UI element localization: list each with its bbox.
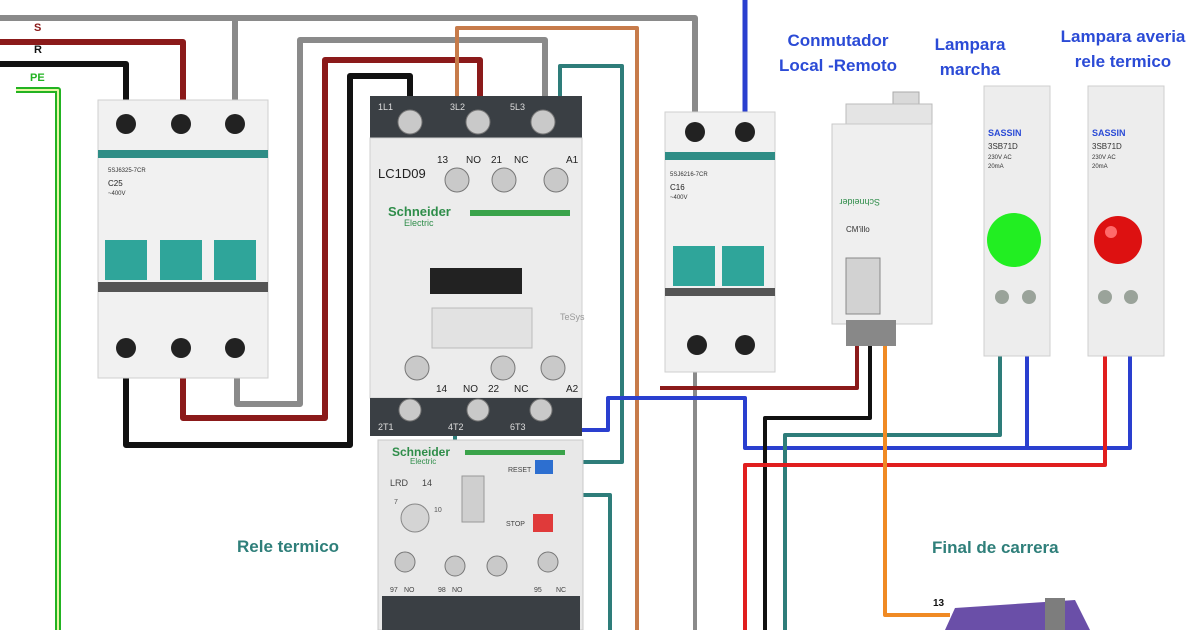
wire-black-sel [763,345,872,630]
svg-text:98: 98 [438,587,446,594]
svg-text:20mA: 20mA [988,164,1004,170]
svg-text:~400V: ~400V [670,195,688,201]
current-dial [400,503,430,533]
svg-text:NO: NO [466,155,481,166]
svg-text:3L2: 3L2 [450,102,465,112]
wire-br-gray [234,37,548,407]
lamp-green: SASSIN 3SB71D 230V AC 20mA [983,85,1051,357]
svg-text:A2: A2 [566,384,579,395]
svg-text:230V AC: 230V AC [1092,155,1116,161]
limit-terminal-label: 13 [933,598,945,609]
svg-text:5L3: 5L3 [510,102,525,112]
wire-br-black [123,73,413,448]
rele-termico-label: Rele termico [237,537,340,556]
lampara-marcha-label: Lampara marcha [934,35,1006,79]
terminal-screw [116,338,136,358]
stop-button[interactable] [533,514,553,532]
wire-phase-s [0,39,186,108]
svg-text:20mA: 20mA [1092,164,1108,170]
svg-text:NC: NC [556,587,566,594]
relay-reset-label: RESET [508,467,532,474]
breaker-rating: C25 [108,179,123,188]
relay-model: LRD [390,478,409,488]
phase-s-label: S [34,22,42,34]
phase-r-label: R [34,44,42,56]
svg-text:95: 95 [534,587,542,594]
selector-lever[interactable] [845,257,881,315]
svg-text:A1: A1 [566,155,579,166]
breaker-3p: 5SJ6325-7CR C25 ~400V [97,99,269,379]
contactor-brand: Schneider [388,204,451,219]
svg-text:2T1: 2T1 [378,422,394,432]
svg-text:14: 14 [422,478,432,488]
svg-text:5SJ6216-7CR: 5SJ6216-7CR [670,172,708,178]
terminal-screw [171,114,191,134]
selector-switch: Schneider CM'illo [831,91,933,346]
terminal-screw [171,338,191,358]
contactor: 1L1 3L2 5L3 13 NO 21 NC A1 LC1D09 Schnei… [369,96,585,436]
terminal-screw [225,338,245,358]
svg-text:NO: NO [452,587,463,594]
conmutador-label: Conmutador Local -Remoto [778,31,898,75]
svg-text:Electric: Electric [410,457,436,466]
svg-text:13: 13 [437,155,449,166]
svg-text:NO: NO [463,384,478,395]
svg-text:230V AC: 230V AC [988,155,1012,161]
svg-text:1L1: 1L1 [378,102,393,112]
wire-phase-r [0,61,129,108]
breaker-voltage: ~400V [108,191,126,197]
svg-text:6T3: 6T3 [510,422,526,432]
relay-stop-label: STOP [506,521,525,528]
svg-text:7: 7 [394,499,398,506]
selector-brand: Schneider [839,197,880,207]
svg-text:SASSIN: SASSIN [1092,128,1126,138]
wire-teal-lamp [783,340,1002,630]
wire-red-lamp [743,340,1107,630]
final-carrera-label: Final de carrera [932,538,1059,557]
svg-text:3SB71D: 3SB71D [1092,142,1122,151]
svg-text:3SB71D: 3SB71D [988,142,1018,151]
wire-orange-limit [883,345,950,617]
green-indicator-light [987,213,1041,267]
red-indicator-light [1094,216,1142,264]
svg-text:TeSys: TeSys [560,312,585,322]
wire-maroon-sel [660,345,859,390]
svg-text:4T2: 4T2 [448,422,464,432]
lamp-red: SASSIN 3SB71D 230V AC 20mA [1087,85,1165,357]
contactor-model: LC1D09 [378,166,426,181]
svg-text:CM'illo: CM'illo [846,225,870,234]
phase-pe-label: PE [30,72,45,84]
breaker-2p: 5SJ6216-7CR C16 ~400V [664,111,776,373]
wire-top-gray [0,15,698,118]
svg-text:NO: NO [404,587,415,594]
svg-text:NC: NC [514,155,528,166]
terminal-screw [116,114,136,134]
lampara-averia-label: Lampara averia rele termico [1060,27,1186,71]
thermal-relay: Schneider Electric RESET LRD 14 7 10 STO… [377,439,584,630]
svg-text:SASSIN: SASSIN [988,128,1022,138]
terminal-screw [225,114,245,134]
svg-text:22: 22 [488,384,500,395]
limit-switch: 13 [933,598,1090,630]
wire-pe-inner [16,89,59,630]
relay-brand: Schneider [392,445,450,459]
wire-pe [16,87,61,630]
reset-button[interactable] [535,460,553,474]
svg-text:97: 97 [390,587,398,594]
wire-br-red [180,57,483,421]
svg-text:21: 21 [491,155,503,166]
svg-text:10: 10 [434,507,442,514]
svg-text:C16: C16 [670,183,685,192]
breaker-model: 5SJ6325-7CR [108,168,146,174]
svg-text:14: 14 [436,384,448,395]
svg-text:Electric: Electric [404,218,434,228]
svg-text:NC: NC [514,384,528,395]
